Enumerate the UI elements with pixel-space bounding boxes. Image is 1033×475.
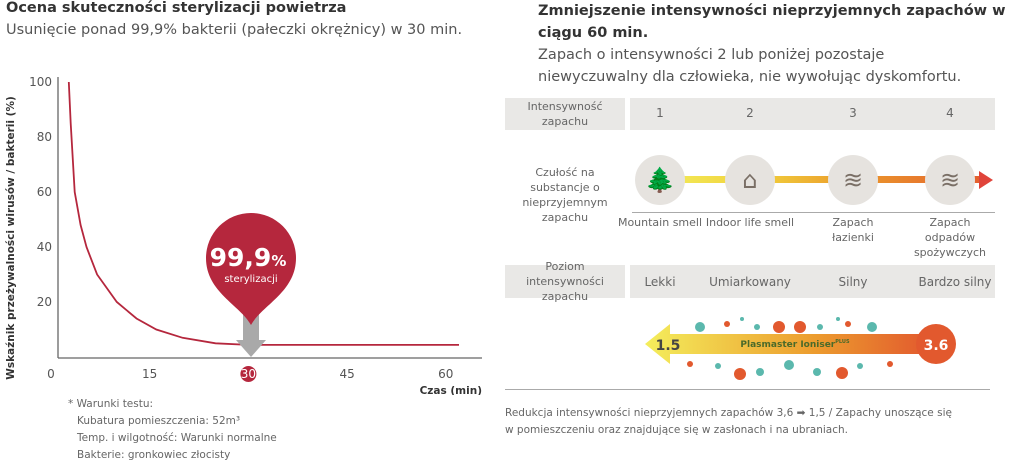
positive-ion-icon [845, 321, 851, 327]
divider [632, 212, 995, 213]
badge-label: sterylizacji [224, 274, 277, 285]
smell-label: Mountain smell [617, 216, 703, 229]
y-tick-label: 20 [37, 295, 52, 309]
y-tick-label: 100 [29, 75, 52, 89]
negative-ion-icon [740, 317, 744, 321]
row-label-intensity: Intensywność zapachu [505, 98, 625, 130]
arrow-right-icon [979, 171, 993, 189]
sterilization-badge: 99,9% sterylizacji [206, 213, 296, 325]
negative-ion-icon [715, 363, 721, 369]
x-axis-label: Czas (min) [420, 385, 482, 395]
note-line: * Warunki testu: [68, 398, 154, 410]
negative-ion-icon [817, 324, 823, 330]
smell-label: Indoor life smell [705, 216, 795, 229]
ioniser-target-value: 1.5 [656, 338, 681, 354]
ioniser-graphic: 1.5 3.6 Plasmaster IoniserPLUS [645, 317, 956, 380]
x-tick-label: 45 [339, 367, 354, 381]
badge-value: 99,9 [210, 243, 272, 272]
row-label-sensitivity: Czułość na substancje o nieprzyjemnym za… [522, 166, 608, 224]
positive-ion-icon [773, 321, 785, 333]
positive-ion-icon [687, 361, 693, 367]
positive-ion-icon [836, 367, 848, 379]
smell-label: Zapach odpadów spożywczych [913, 216, 987, 259]
sterilization-chart: Wskaźnik przeżywalności wirusów / bakter… [5, 75, 482, 395]
smell-label: Zapach łazienki [832, 216, 874, 244]
divider [505, 389, 990, 390]
x-tick-label: 0 [47, 367, 55, 381]
intensity-4: Bardzo silny [918, 275, 992, 289]
fish-bone-icon: ≋ [925, 155, 975, 205]
odor-subtitle: Zapach o intensywności 2 lub poniżej poz… [538, 47, 962, 85]
positive-ion-icon [794, 321, 806, 333]
positive-ion-icon [887, 361, 893, 367]
trees-icon: 🌲 [635, 155, 685, 205]
level-4: 4 [946, 106, 954, 120]
svg-text:99,9%: 99,9% [210, 243, 287, 272]
ioniser-logo: Plasmaster IoniserPLUS [740, 339, 850, 350]
badge-percent: % [271, 252, 286, 270]
note-line: Temp. i wilgotność: Warunki normalne [77, 432, 277, 444]
level-2: 2 [746, 106, 754, 120]
negative-ion-icon [756, 368, 764, 376]
x-tick-label: 15 [142, 367, 157, 381]
positive-ion-icon [724, 321, 730, 327]
negative-ion-icon [695, 322, 705, 332]
house-icon: ⌂ [725, 155, 775, 205]
x-tick-label: 30 [241, 367, 256, 381]
negative-ion-icon [857, 363, 863, 369]
row-label-level: Poziom intensywności zapachu [505, 260, 625, 303]
chart-title: Ocena skuteczności sterylizacji powietrz… [6, 0, 347, 16]
ioniser-start-value: 3.6 [924, 338, 949, 354]
negative-ion-icon [754, 324, 760, 330]
intensity-3: Silny [838, 275, 868, 289]
footnote-line: w pomieszczeniu oraz znajdujące się w za… [505, 424, 849, 436]
highlight-tick-marker [240, 366, 257, 382]
footnote-line: Redukcja intensywności nieprzyjemnych za… [505, 407, 952, 419]
test-conditions: * Warunki testu: Kubatura pomieszczenia:… [68, 396, 277, 464]
negative-ion-icon [813, 368, 821, 376]
y-tick-label: 80 [37, 130, 52, 144]
positive-ion-icon [734, 368, 746, 380]
odor-title: Zmniejszenie intensywności nieprzyjemnyc… [538, 3, 1006, 41]
intensity-1: Lekki [644, 275, 676, 289]
level-3: 3 [849, 106, 857, 120]
y-tick-label: 60 [37, 185, 52, 199]
levels-row [630, 98, 995, 130]
note-line: Bakterie: gronkowiec złocisty [77, 449, 231, 461]
toilet-icon: ≋ [828, 155, 878, 205]
series-line [67, 81, 459, 346]
intensity-2: Umiarkowany [709, 275, 791, 289]
negative-ion-icon [867, 322, 877, 332]
chart-subtitle: Usunięcie ponad 99,9% bakterii (pałeczki… [6, 22, 463, 38]
level-1: 1 [656, 106, 664, 120]
y-axis-label: Wskaźnik przeżywalności wirusów / bakter… [5, 96, 17, 380]
intensity-gradient-bar [660, 176, 980, 183]
x-tick-label: 60 [438, 367, 453, 381]
negative-ion-icon [784, 360, 794, 370]
footnote: Redukcja intensywności nieprzyjemnych za… [505, 405, 952, 439]
note-line: Kubatura pomieszczenia: 52m³ [77, 415, 241, 427]
negative-ion-icon [836, 317, 840, 321]
y-tick-label: 40 [37, 240, 52, 254]
intensity-row [630, 265, 995, 298]
